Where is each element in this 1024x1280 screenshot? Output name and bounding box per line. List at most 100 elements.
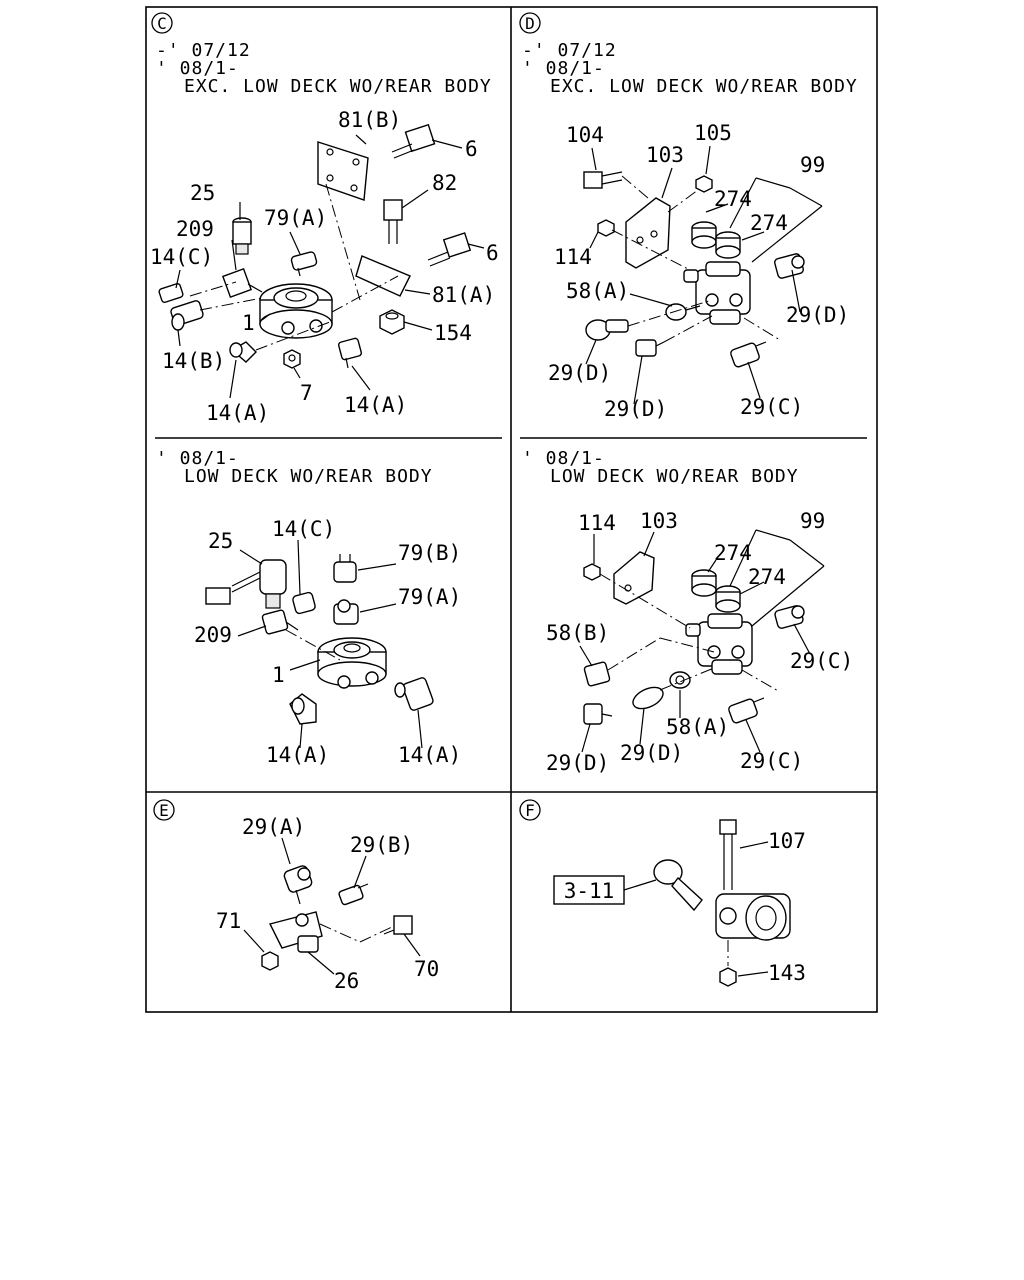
- diagram-frame: [145, 6, 878, 1013]
- valve-1-lower: [317, 637, 387, 689]
- panel-c2-labels: 25 14(C) 79(B) 79(A) 209 1 14(A) 14(A): [194, 517, 461, 767]
- fitting-29d-bottom: [635, 339, 665, 357]
- label-209: 209: [176, 217, 214, 241]
- label-114: 114: [554, 245, 592, 269]
- panel-c-badge-letter: C: [157, 14, 167, 33]
- bracket-26: [268, 911, 323, 953]
- nut-143: [719, 967, 737, 987]
- panel-e-leaders: [243, 837, 421, 975]
- panel-c: C -' 07/12 ' 08/1- EXC. LOW DECK WO/REAR…: [150, 12, 499, 425]
- fitting-29a: [283, 865, 313, 905]
- fitting-58a-lower: [669, 671, 691, 689]
- fitting-79b: [333, 554, 357, 583]
- fitting-58a: [665, 303, 701, 321]
- label-99: 99: [800, 153, 825, 177]
- label-143: 143: [768, 961, 806, 985]
- fitting-29d-lower-mid: [632, 686, 664, 710]
- sensor-25: [232, 217, 252, 255]
- panel-d-labels: 104 105 103 99 274 274 114 58(A) 29(D) 2…: [548, 121, 849, 421]
- panel-d-badge-letter: D: [525, 14, 535, 33]
- panel-d: D -' 07/12 ' 08/1- EXC. LOW DECK WO/REAR…: [519, 12, 858, 421]
- bracket-103: [625, 197, 671, 269]
- panel-f-leaders: [727, 841, 769, 977]
- fitting-14b: [170, 300, 204, 331]
- panel-d2-leaders: [579, 529, 825, 753]
- nut-105: [695, 175, 713, 193]
- panel-f-badge: F: [519, 799, 541, 821]
- panel-c2: ' 08/1- LOW DECK WO/REAR BODY: [156, 448, 461, 767]
- hand-valve-body: [715, 893, 791, 941]
- label-79a-lower: 79(A): [398, 585, 461, 609]
- panel-d-badge: D: [519, 12, 541, 34]
- panel-c-labels: 81(B) 6 82 6 25 79(A) 209 14(C) 81(A) 1 …: [150, 108, 499, 425]
- nut-71: [261, 951, 279, 971]
- label-26: 26: [334, 969, 359, 993]
- bolt-6-lower: [427, 232, 472, 267]
- label-29c-lower: 29(C): [740, 749, 803, 773]
- tee-209: [222, 268, 263, 298]
- panel-c-header-line-2: ' 08/1-: [156, 58, 239, 79]
- label-82: 82: [432, 171, 457, 195]
- sensor-25-lower: [205, 559, 287, 609]
- label-81a: 81(A): [432, 283, 495, 307]
- elbow-14a-right: [337, 337, 363, 369]
- label-114-lower: 114: [578, 511, 616, 535]
- fitting-29d-left: [585, 319, 629, 341]
- label-25-lower: 25: [208, 529, 233, 553]
- cap-274-lower-left: [691, 569, 717, 597]
- bracket-81b: [317, 141, 369, 201]
- label-1: 1: [242, 311, 255, 335]
- reference-box: 3-11: [553, 875, 657, 905]
- label-274-upper: 274: [714, 187, 752, 211]
- panel-e: E 29(A): [153, 799, 439, 993]
- label-14a-lower-right: 14(A): [398, 743, 461, 767]
- reference-box-label: 3-11: [564, 879, 615, 903]
- label-6-lower: 6: [486, 241, 499, 265]
- relay-valve-99-lower: [685, 613, 753, 675]
- panel-d-header-line-1: -' 07/12: [522, 40, 617, 61]
- label-25: 25: [190, 181, 215, 205]
- bracket-103-lower: [613, 551, 655, 605]
- tee-209-lower: [261, 609, 299, 635]
- fitting-79a-lower: [333, 599, 359, 625]
- panel-d-header-line-3: EXC. LOW DECK WO/REAR BODY: [550, 76, 858, 97]
- label-103: 103: [646, 143, 684, 167]
- label-14c-lower: 14(C): [272, 517, 335, 541]
- panel-e-badge: E: [153, 799, 175, 821]
- label-29d-lower-left: 29(D): [546, 751, 609, 775]
- panel-c2-leaders: [237, 539, 423, 749]
- fitting-29c-lower: [728, 697, 765, 724]
- panel-d2: ' 08/1- LOW DECK WO/REAR BODY: [522, 448, 853, 775]
- label-29d-bottom: 29(D): [604, 397, 667, 421]
- label-29c-lower-right: 29(C): [790, 649, 853, 673]
- panel-c-badge: C: [151, 12, 173, 34]
- elbow-14a-left: [229, 341, 257, 363]
- fitting-14c: [158, 283, 184, 303]
- panel-f: F 3-11 107 143: [519, 799, 806, 987]
- panel-f-labels: 107 143: [768, 829, 806, 985]
- label-79b: 79(B): [398, 541, 461, 565]
- bolt-104: [583, 171, 623, 189]
- label-274-lower-lower: 274: [748, 565, 786, 589]
- label-29d-left: 29(D): [548, 361, 611, 385]
- label-105: 105: [694, 121, 732, 145]
- label-14b: 14(B): [162, 349, 225, 373]
- label-81b: 81(B): [338, 108, 401, 132]
- label-274-lower: 274: [750, 211, 788, 235]
- label-209-lower: 209: [194, 623, 232, 647]
- label-58a: 58(A): [566, 279, 629, 303]
- bolt-70: [383, 915, 413, 935]
- elbow-14a-lower-left: [289, 693, 317, 725]
- relay-valve-99: [683, 261, 751, 325]
- label-104: 104: [566, 123, 604, 147]
- cap-274-left: [691, 221, 717, 249]
- label-14c: 14(C): [150, 245, 213, 269]
- valve-1: [259, 283, 333, 339]
- label-71: 71: [216, 909, 241, 933]
- label-6-upper: 6: [465, 137, 478, 161]
- fitting-14c-lower: [292, 591, 316, 615]
- fitting-29d-lower-left: [583, 703, 613, 725]
- panel-d2-header-line-2: LOW DECK WO/REAR BODY: [550, 466, 799, 487]
- nut-114-lower: [583, 563, 601, 581]
